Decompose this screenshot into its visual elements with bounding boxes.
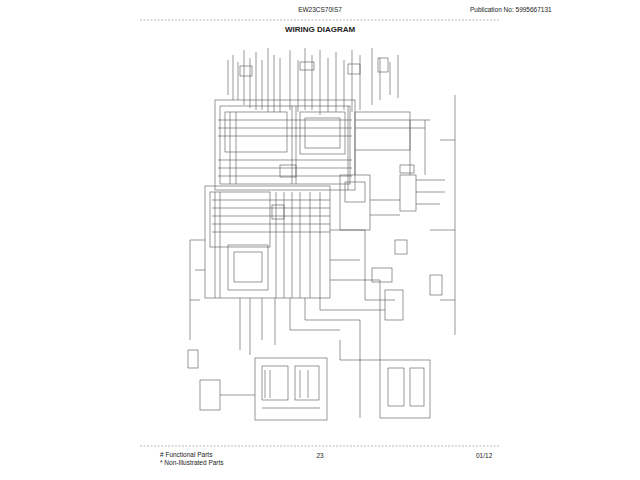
page-label: 01/12: [476, 452, 492, 459]
page-label: * Non-Illustrated Parts: [160, 459, 224, 466]
page-label: EW23CS70IS7: [298, 6, 342, 13]
diagram-title: WIRING DIAGRAM: [285, 26, 355, 35]
page-label: Publication No: 5995667131: [470, 6, 552, 13]
page-label: # Functional Parts: [160, 451, 212, 458]
page-label: 23: [316, 452, 323, 459]
